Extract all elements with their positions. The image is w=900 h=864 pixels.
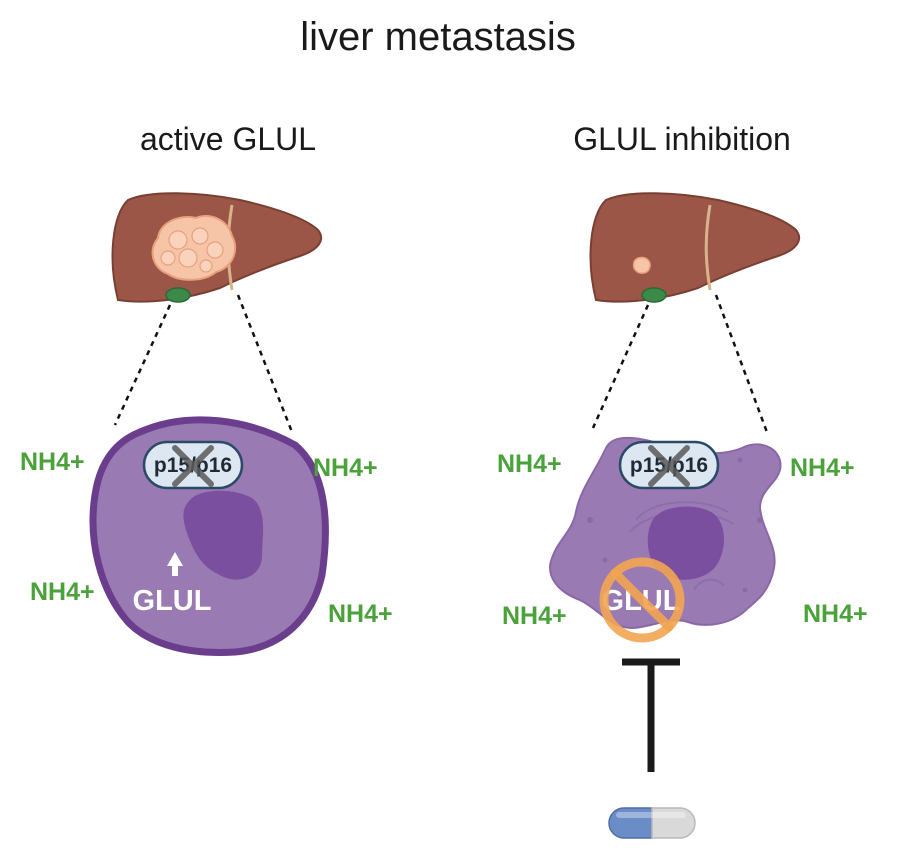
zoom-line-right: [236, 294, 294, 433]
inhibition-ring-icon: [599, 557, 685, 643]
glul-label-active: GLUL: [133, 585, 212, 617]
deletion-x-icon: [648, 445, 690, 487]
panel-heading-inhibition: GLUL inhibition: [573, 121, 791, 157]
inhibitor-bar-icon: [622, 658, 680, 772]
ammonium-label: NH4+: [790, 454, 855, 482]
zoom-line-left: [113, 304, 172, 426]
tumor-mass-small: [632, 256, 651, 274]
ammonium-label: NH4+: [30, 578, 95, 606]
tumor-mass-large: [151, 215, 237, 281]
zoom-line-right: [714, 294, 770, 436]
ammonium-label: NH4+: [803, 600, 868, 628]
drug-pill-icon: [608, 807, 696, 839]
ammonium-label: NH4+: [313, 454, 378, 482]
gallbladder-icon: [641, 287, 667, 303]
zoom-line-left: [591, 304, 650, 429]
nucleus-active: [183, 490, 264, 580]
p15-p16-complex-inhibited: p15/p16: [618, 440, 720, 490]
deletion-x-icon: [172, 445, 214, 487]
ammonium-label: NH4+: [328, 600, 393, 628]
ammonium-label: NH4+: [502, 602, 567, 630]
panel-heading-active: active GLUL: [140, 121, 316, 157]
liver-organ-inhibition: [589, 192, 801, 303]
gallbladder-icon: [165, 287, 191, 303]
p15-p16-complex-active: p15/p16: [142, 440, 244, 490]
ammonium-label: NH4+: [497, 450, 562, 478]
ammonium-label: NH4+: [20, 448, 85, 476]
main-title: liver metastasis: [300, 15, 576, 59]
upregulation-arrow-icon: [167, 552, 183, 576]
nucleus-inhibited: [647, 506, 724, 580]
